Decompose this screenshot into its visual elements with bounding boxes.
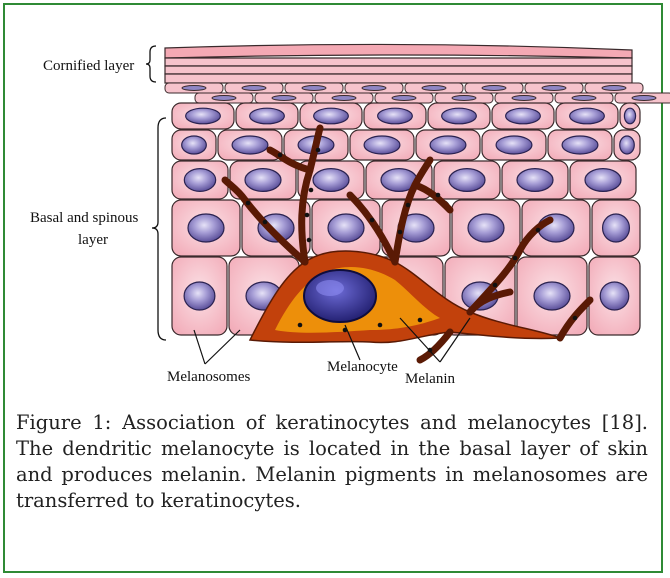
label-melanocyte: Melanocyte — [327, 359, 398, 375]
cornified-layer — [165, 44, 670, 103]
keratinocyte-nucleus — [184, 169, 215, 192]
flat-cell-nucleus — [422, 86, 446, 91]
flat-cell-nucleus — [512, 96, 536, 101]
flat-cell-nucleus — [332, 96, 356, 101]
figure-caption: Figure 1: Association of keratinocytes a… — [16, 410, 648, 514]
basal-spinous-bracket — [152, 118, 166, 340]
skin-layers-diagram: Cornified layer Basal and spinous layer … — [0, 0, 670, 400]
keratinocyte-nucleus — [364, 136, 400, 154]
keratinocyte-nucleus — [328, 214, 364, 242]
label-basal-spinous-line2: layer — [78, 232, 108, 248]
keratinocyte-nucleus — [562, 136, 598, 154]
keratinocyte-nucleus — [184, 282, 215, 310]
flat-cell-nucleus — [362, 86, 386, 91]
keratinocyte-nucleus — [430, 136, 466, 154]
label-cornified-layer: Cornified layer — [43, 58, 134, 74]
keratinocyte-nucleus — [534, 282, 570, 310]
flat-cell-nucleus — [482, 86, 506, 91]
flat-cell-nucleus — [572, 96, 596, 101]
flat-cell-nucleus — [632, 96, 656, 101]
keratinocyte-nucleus — [250, 108, 285, 124]
keratinocyte-nucleus — [517, 169, 553, 192]
label-melanin: Melanin — [405, 371, 455, 387]
cornified-bracket — [146, 46, 156, 82]
label-basal-spinous-line1: Basal and spinous — [30, 210, 138, 226]
flat-cell-nucleus — [272, 96, 296, 101]
keratinocyte-nucleus — [182, 136, 207, 154]
keratinocyte-nucleus — [186, 108, 221, 124]
keratinocyte-nucleus — [468, 214, 504, 242]
label-melanosomes: Melanosomes — [167, 369, 250, 385]
flat-cell-nucleus — [392, 96, 416, 101]
flat-cell-nucleus — [302, 86, 326, 91]
keratinocyte-nucleus — [603, 214, 630, 242]
keratinocyte-nucleus — [496, 136, 532, 154]
flat-cell-nucleus — [542, 86, 566, 91]
keratinocyte-nucleus — [570, 108, 605, 124]
keratinocyte-nucleus — [506, 108, 541, 124]
keratinocyte-nucleus — [442, 108, 477, 124]
flat-cell-nucleus — [452, 96, 476, 101]
flat-cell-nucleus — [602, 86, 626, 91]
keratinocyte-nucleus — [620, 136, 635, 154]
keratinocyte-nucleus — [232, 136, 268, 154]
keratinocyte-nucleus — [188, 214, 224, 242]
keratinocyte-nucleus — [449, 169, 485, 192]
flat-cell-nucleus — [242, 86, 266, 91]
keratinocyte-nucleus — [378, 108, 413, 124]
keratinocyte-nucleus — [314, 108, 349, 124]
flat-cell-nucleus — [182, 86, 206, 91]
keratinocyte-nucleus — [624, 108, 635, 124]
keratinocyte-nucleus — [600, 282, 629, 310]
keratinocyte-nucleus — [585, 169, 621, 192]
keratinocyte-nucleus — [313, 169, 349, 192]
flat-cell-nucleus — [212, 96, 236, 101]
keratinocyte-nucleus — [245, 169, 281, 192]
